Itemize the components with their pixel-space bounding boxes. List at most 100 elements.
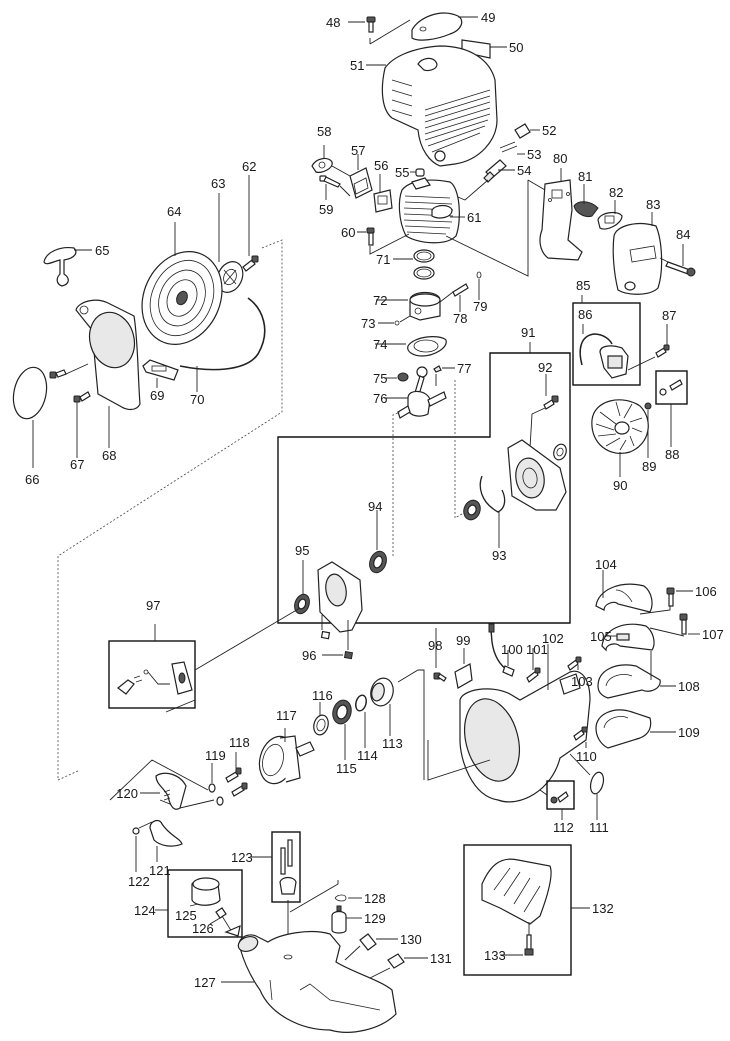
part-84-bolt (665, 261, 696, 277)
part-97-contents (117, 661, 193, 695)
callout-54: 54 (517, 163, 531, 178)
group-box-88 (655, 370, 688, 405)
callout-49: 49 (481, 10, 495, 25)
callout-61: 61 (467, 210, 481, 225)
callout-123: 123 (231, 850, 253, 865)
part-73-clip (394, 320, 400, 326)
callout-51: 51 (350, 58, 364, 73)
callout-92: 92 (538, 360, 552, 375)
callout-116: 116 (312, 688, 333, 703)
part-102-clutch-housing (459, 670, 591, 803)
callout-105: 105 (590, 629, 612, 644)
part-130-grommet (359, 933, 377, 951)
callout-106: 106 (695, 584, 717, 599)
part-110-screw (573, 726, 588, 741)
callout-80: 80 (553, 151, 567, 166)
part-51-engine-cover (381, 45, 498, 167)
callout-125: 125 (175, 908, 197, 923)
callout-78: 78 (453, 311, 467, 326)
callout-88: 88 (665, 447, 679, 462)
part-68-starter-housing (75, 299, 141, 411)
callout-59: 59 (319, 202, 333, 217)
callout-90: 90 (613, 478, 627, 493)
callout-50: 50 (509, 40, 523, 55)
callout-131: 131 (430, 951, 452, 966)
callout-127: 127 (194, 975, 216, 990)
callout-63: 63 (211, 176, 225, 191)
part-95-seal (294, 593, 310, 615)
part-80-heat-shield (539, 179, 583, 261)
callout-94: 94 (368, 499, 382, 514)
callout-97: 97 (146, 598, 160, 613)
part-109-clamp-bottom (595, 709, 652, 749)
callout-101: 101 (526, 642, 548, 657)
part-107-screw (679, 613, 688, 635)
part-108-clamp (597, 664, 661, 699)
part-49-cap (411, 12, 463, 41)
callout-81: 81 (578, 169, 592, 184)
callout-93: 93 (492, 548, 506, 563)
part-62-screw (242, 255, 259, 272)
part-76-crankshaft (397, 366, 447, 419)
part-69-guide (142, 359, 179, 381)
callout-130: 130 (400, 932, 422, 947)
part-66-gasket-ring (12, 366, 48, 420)
part-72-piston (409, 291, 441, 321)
part-103-screw (567, 656, 582, 671)
callout-133: 133 (484, 948, 506, 963)
callout-102: 102 (542, 631, 564, 646)
part-96-dampers (320, 630, 354, 660)
callout-56: 56 (374, 158, 388, 173)
callout-79: 79 (473, 299, 487, 314)
part-48-screw (366, 16, 376, 33)
part-54-spark-plug (483, 159, 507, 183)
part-52-plug-cap (514, 123, 531, 139)
part-crankcase-right (507, 439, 567, 511)
part-64-reel-spring (141, 251, 223, 345)
callout-111: 111 (589, 820, 609, 835)
group-box-91 (277, 352, 571, 624)
part-63-pulley-plate (216, 261, 244, 293)
part-53-spring (499, 141, 518, 153)
part-129-filter (331, 905, 347, 934)
group-box-85 (572, 302, 641, 386)
part-122-washer (132, 827, 140, 835)
callout-83: 83 (646, 197, 660, 212)
callout-72: 72 (373, 293, 387, 308)
callout-71: 71 (376, 252, 390, 267)
callout-100: 100 (501, 642, 523, 657)
callout-112: 112 (553, 820, 574, 835)
callout-85: 85 (576, 278, 590, 293)
part-98-screw (433, 672, 447, 682)
callout-118: 118 (229, 735, 250, 750)
part-71-piston-rings (413, 249, 435, 280)
callout-103: 103 (571, 674, 593, 689)
part-74-gasket (407, 336, 447, 357)
callout-113: 113 (382, 736, 403, 751)
part-111-gasket (589, 771, 605, 795)
part-82-gasket (597, 211, 623, 230)
callout-98: 98 (428, 638, 442, 653)
part-75-bearing (397, 372, 409, 382)
part-100-wire (488, 623, 515, 677)
group-box-132 (463, 844, 572, 976)
callout-122: 122 (128, 874, 150, 889)
callout-52: 52 (542, 123, 556, 138)
callout-76: 76 (373, 391, 387, 406)
part-92b-washer (553, 443, 567, 461)
callout-57: 57 (351, 143, 365, 158)
part-118-screws (225, 767, 248, 797)
callout-75: 75 (373, 371, 387, 386)
callout-115: 115 (336, 761, 357, 776)
callout-68: 68 (102, 448, 116, 463)
callout-95: 95 (295, 543, 309, 558)
callout-48: 48 (326, 15, 340, 30)
callout-70: 70 (190, 392, 204, 407)
callout-120: 120 (116, 786, 138, 801)
part-87-screw (655, 344, 670, 358)
part-59-screw (319, 175, 341, 188)
callout-117: 117 (276, 708, 297, 723)
group-box-97 (108, 640, 196, 709)
part-99-bracket (454, 663, 473, 689)
